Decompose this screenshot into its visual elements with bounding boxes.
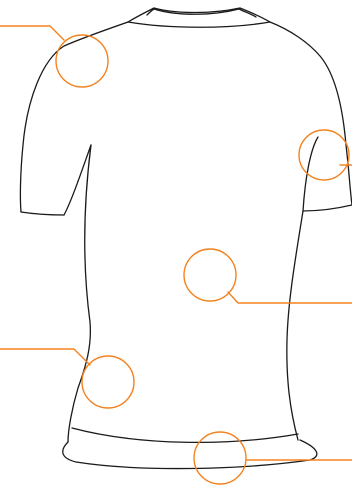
callouts	[0, 25, 352, 485]
callout-side-seam	[0, 348, 135, 409]
hem-seam	[71, 427, 299, 444]
left-sleeve-cuff	[20, 211, 65, 216]
callout-back-panel-marker	[183, 248, 237, 302]
callout-side-seam-marker	[81, 355, 135, 409]
tshirt-outline	[19, 7, 352, 470]
right-shoulder-sleeve	[269, 21, 352, 206]
callout-shoulder-leader	[0, 25, 65, 41]
callout-hem	[193, 431, 352, 485]
neckline	[127, 21, 271, 28]
left-armpit-seam	[63, 144, 92, 216]
callout-back-panel-leader	[227, 291, 352, 304]
collar-inner	[146, 8, 257, 18]
right-armpit-seam	[302, 136, 319, 212]
hem-bottom-edge	[62, 439, 318, 470]
callout-side-seam-leader	[0, 348, 91, 366]
right-sleeve-cuff	[302, 204, 352, 212]
callout-shoulder-marker	[55, 34, 109, 88]
callout-back-panel	[183, 248, 352, 304]
callout-sleeve-marker	[298, 129, 350, 181]
collar-outer	[127, 7, 271, 23]
callout-hem-marker	[193, 431, 247, 485]
callout-sleeve	[298, 129, 352, 181]
left-torso	[67, 144, 92, 443]
right-torso	[286, 210, 304, 441]
left-shoulder-sleeve	[19, 21, 129, 213]
callout-shoulder	[0, 25, 109, 88]
